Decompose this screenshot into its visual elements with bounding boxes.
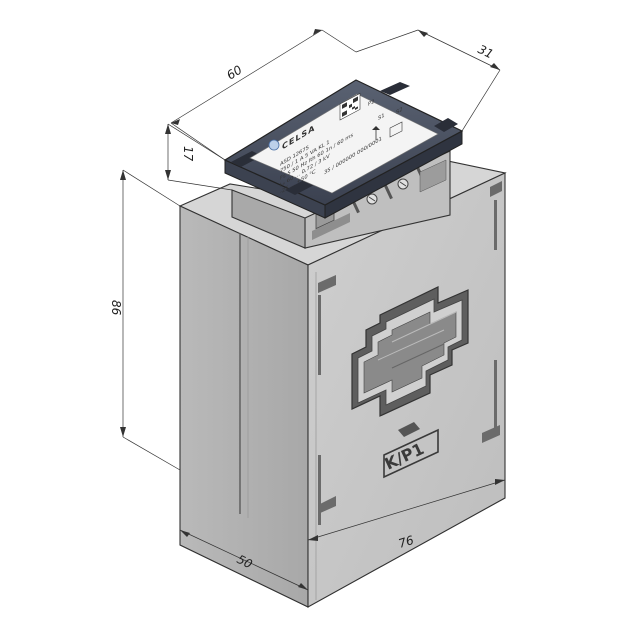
corner-clips	[318, 181, 502, 525]
qr-code-icon	[339, 92, 361, 121]
dim-76: 76	[397, 533, 416, 551]
dimension-lines: 60 31 17 86 50 76	[109, 29, 506, 608]
label-s1: S1	[378, 113, 385, 122]
terminal-block-side	[231, 189, 306, 249]
arrow-up-icon	[372, 126, 380, 130]
dim-31: 31	[476, 42, 496, 61]
dim-17: 17	[181, 146, 195, 162]
dim-86: 86	[109, 300, 123, 316]
label-s2: S2	[396, 107, 403, 116]
wiring-symbol-icon	[389, 121, 403, 138]
body-left-face	[179, 205, 309, 608]
celsa-logo-icon	[268, 139, 280, 151]
cable-window	[351, 286, 469, 417]
label-p2: P2	[368, 99, 374, 108]
dim-50: 50	[235, 552, 255, 571]
